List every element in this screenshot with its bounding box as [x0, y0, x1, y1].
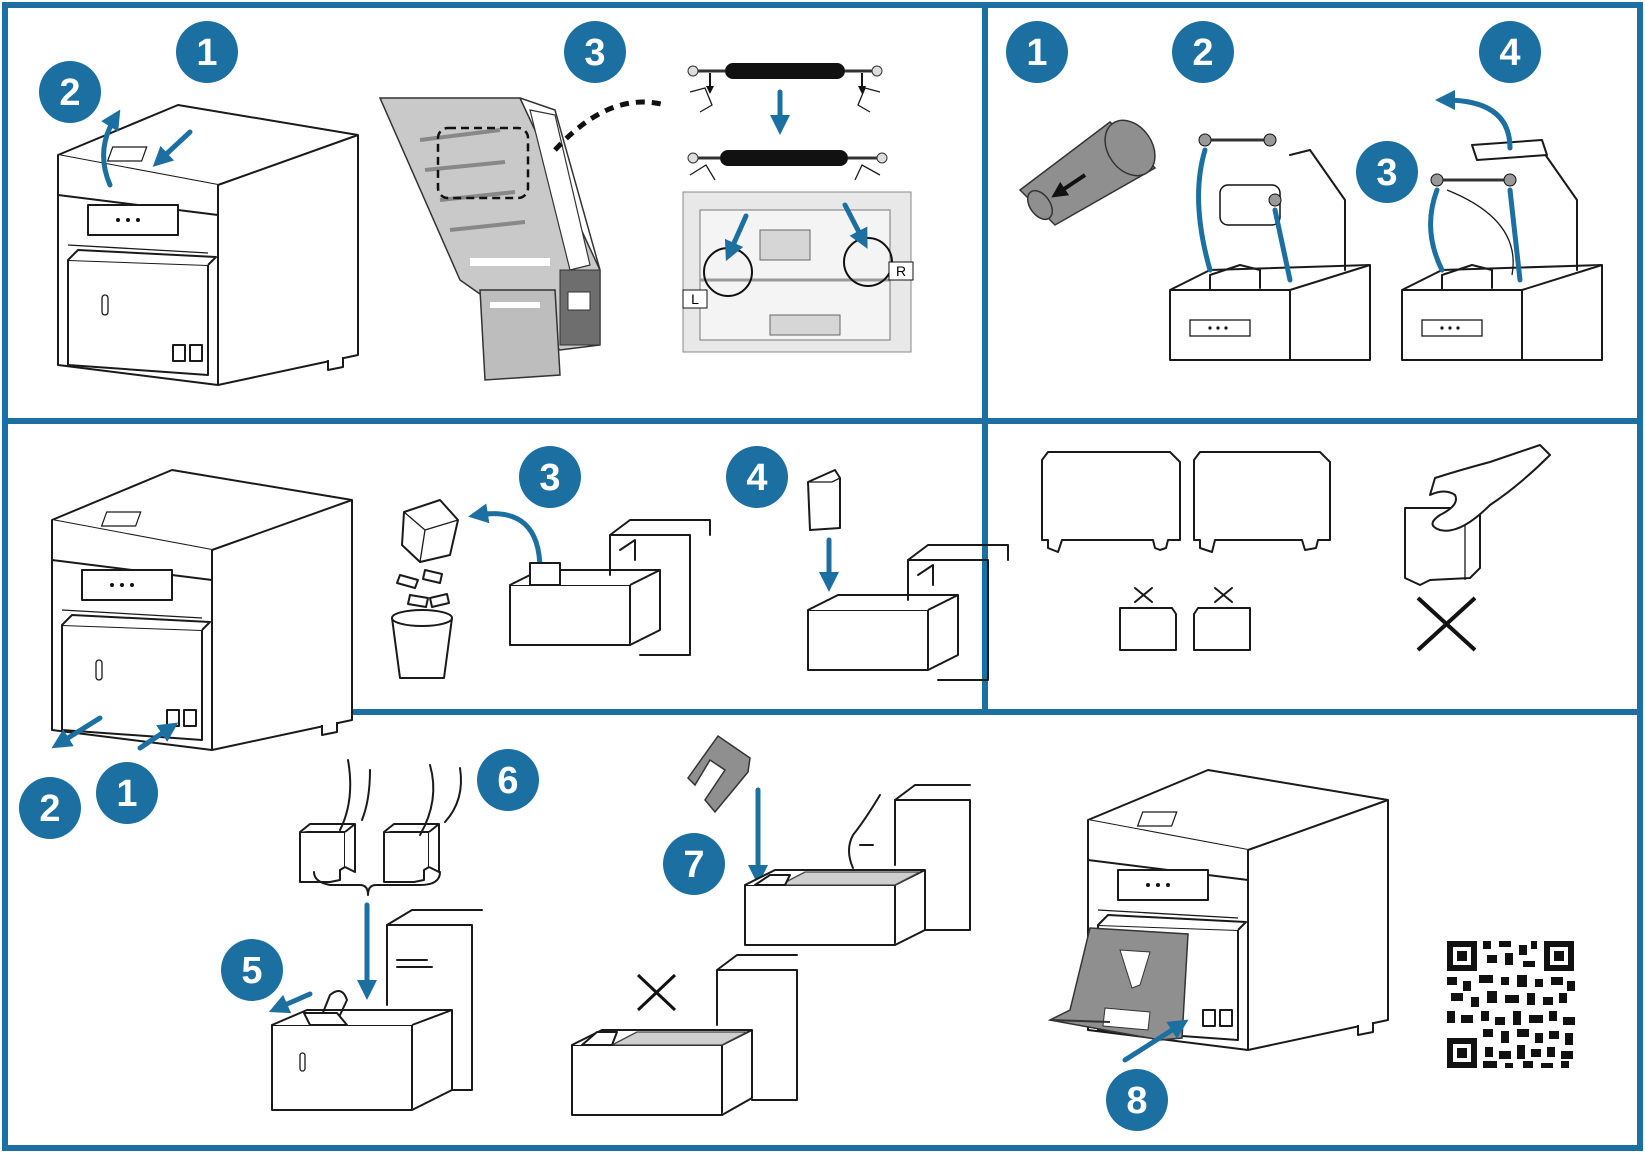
remove-arrow	[478, 514, 540, 570]
step-badge-4: 4	[726, 446, 788, 508]
paper-tray-icon	[808, 545, 1008, 680]
ribbon-cassette-icon	[1020, 111, 1165, 225]
svg-text:1: 1	[116, 773, 137, 815]
svg-text:1: 1	[196, 32, 217, 74]
ribbon-load-left	[1170, 134, 1370, 360]
step-badge-2: 2	[39, 61, 101, 123]
panel-bottom-right: 8	[1050, 770, 1578, 1131]
new-waste-box	[808, 470, 840, 530]
step-badge-2: 2	[1172, 21, 1234, 83]
paper-tray-wrong	[572, 955, 797, 1115]
step-badge-6: 6	[477, 749, 539, 811]
svg-text:5: 5	[241, 950, 262, 992]
waste-bin-icon	[392, 500, 458, 678]
svg-text:3: 3	[539, 457, 560, 499]
roller-install-photo: L R	[683, 192, 913, 352]
panel-top-left: 1 2 3	[39, 21, 913, 385]
cassette-cover	[688, 736, 750, 812]
svg-text:7: 7	[683, 844, 704, 886]
panel-middle-right	[1042, 445, 1550, 650]
qr-code-icon	[1443, 937, 1578, 1072]
hand-icon	[1405, 445, 1550, 585]
wrong-shape-b	[1194, 588, 1250, 650]
step-badge-3: 3	[1356, 141, 1418, 203]
panel-middle-left: 3 4	[52, 446, 1008, 750]
panel-top-right: 1 2 4 3	[1006, 21, 1602, 360]
step-badge-5: 5	[221, 939, 283, 1001]
svg-text:3: 3	[1376, 152, 1397, 194]
paper-tray-icon	[745, 785, 970, 945]
detail-callout	[555, 102, 665, 150]
step-badge-1: 1	[1006, 21, 1068, 83]
panel-bottom-center: 6 5 7	[221, 736, 970, 1115]
step-badge-8: 8	[1106, 1069, 1168, 1131]
svg-text:4: 4	[1499, 32, 1520, 74]
svg-text:2: 2	[39, 788, 60, 830]
correct-shape-a	[1042, 452, 1180, 552]
roller-detail	[688, 63, 887, 180]
printer-interior-illustration	[380, 98, 600, 380]
svg-text:8: 8	[1126, 1080, 1147, 1122]
paper-tray-icon	[510, 520, 710, 655]
wrong-shape-a	[1120, 588, 1176, 650]
step-badge-1: 1	[96, 762, 158, 824]
cross-mark-icon	[638, 975, 675, 1010]
cross-mark-icon	[1418, 598, 1475, 650]
paper-tray-icon	[272, 910, 482, 1110]
step-badge-7: 7	[663, 833, 725, 895]
close-lid-arrow	[1445, 100, 1510, 148]
step-badge-1: 1	[176, 21, 238, 83]
correct-shape-b	[1194, 452, 1330, 552]
svg-text:3: 3	[584, 32, 605, 74]
svg-text:1: 1	[1026, 32, 1047, 74]
svg-text:6: 6	[497, 760, 518, 802]
printer-icon	[52, 470, 352, 750]
roller-label-right: R	[896, 263, 906, 279]
step-badge-4: 4	[1479, 21, 1541, 83]
step-badge-2: 2	[19, 777, 81, 839]
roller-label-left: L	[691, 291, 699, 307]
svg-text:2: 2	[59, 72, 80, 114]
hands-holding-cassettes	[300, 760, 461, 895]
ribbon-load-right	[1402, 140, 1602, 360]
step-badge-3: 3	[564, 21, 626, 83]
step-badge-3: 3	[519, 446, 581, 508]
svg-text:4: 4	[746, 457, 767, 499]
svg-text:2: 2	[1192, 32, 1213, 74]
